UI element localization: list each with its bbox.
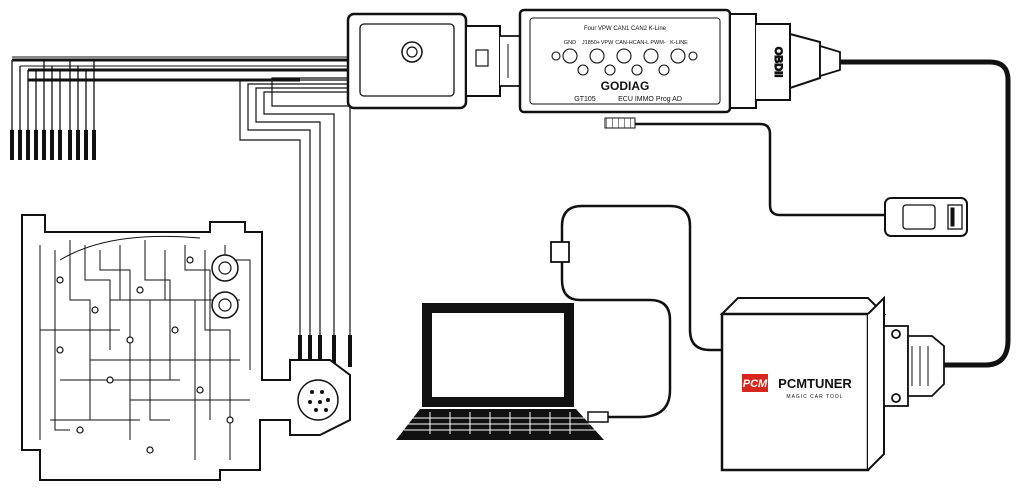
godiag-header: Four VPW CAN1 CAN2 K-Line xyxy=(584,26,667,32)
pin-label: J1850+ xyxy=(582,40,600,46)
pin-label: CAN-H xyxy=(615,40,632,46)
godiag-brand: GODIAG xyxy=(601,79,650,93)
jumper-holes xyxy=(551,48,698,76)
pin-ends-left xyxy=(10,130,96,160)
ecu-board-icon xyxy=(21,214,351,481)
ferrite-core-icon xyxy=(550,241,570,263)
pin-labels: GND J1850+ VPW CAN-H CAN-L PWM- K-LINE xyxy=(564,40,688,46)
pin-label: K-LINE xyxy=(670,40,688,46)
pcmtuner-tagline: MAGIC CAR TOOL xyxy=(786,394,843,400)
pin-label: PWM- xyxy=(650,40,665,46)
pcm-logo-badge xyxy=(742,374,768,392)
jumper-wires-right xyxy=(28,77,351,335)
pcmtuner-box: PCM PCMTUNER MAGIC CAR TOOL xyxy=(719,295,887,472)
power-adapter-icon xyxy=(884,197,968,237)
pin-label: GND xyxy=(564,40,576,46)
db15-connector-icon xyxy=(883,325,945,407)
laptop-icon xyxy=(396,303,604,440)
power-cable xyxy=(604,117,885,217)
usb-plug-icon xyxy=(587,411,609,423)
godiag-subtitle: ECU IMMO Prog AD xyxy=(618,96,682,103)
pin-label: VPW xyxy=(601,40,614,46)
usb-cable xyxy=(550,204,722,423)
godiag-model: GT105 xyxy=(574,96,596,103)
obd-connector: OBDII xyxy=(729,13,841,109)
jumper-wires-left xyxy=(11,56,350,130)
pcmtuner-name: PCMTUNER xyxy=(778,376,852,391)
pin-ends-right xyxy=(298,335,352,367)
breakout-adapter xyxy=(346,12,521,110)
pin-label: CAN-L xyxy=(633,40,650,46)
obd-label: OBDII xyxy=(772,47,784,78)
obd-cable xyxy=(840,59,1011,368)
godiag-gt105-box: Four VPW CAN1 CAN2 K-Line GND J1850+ VPW… xyxy=(518,8,732,114)
pcm-logo: PCM xyxy=(743,378,768,390)
